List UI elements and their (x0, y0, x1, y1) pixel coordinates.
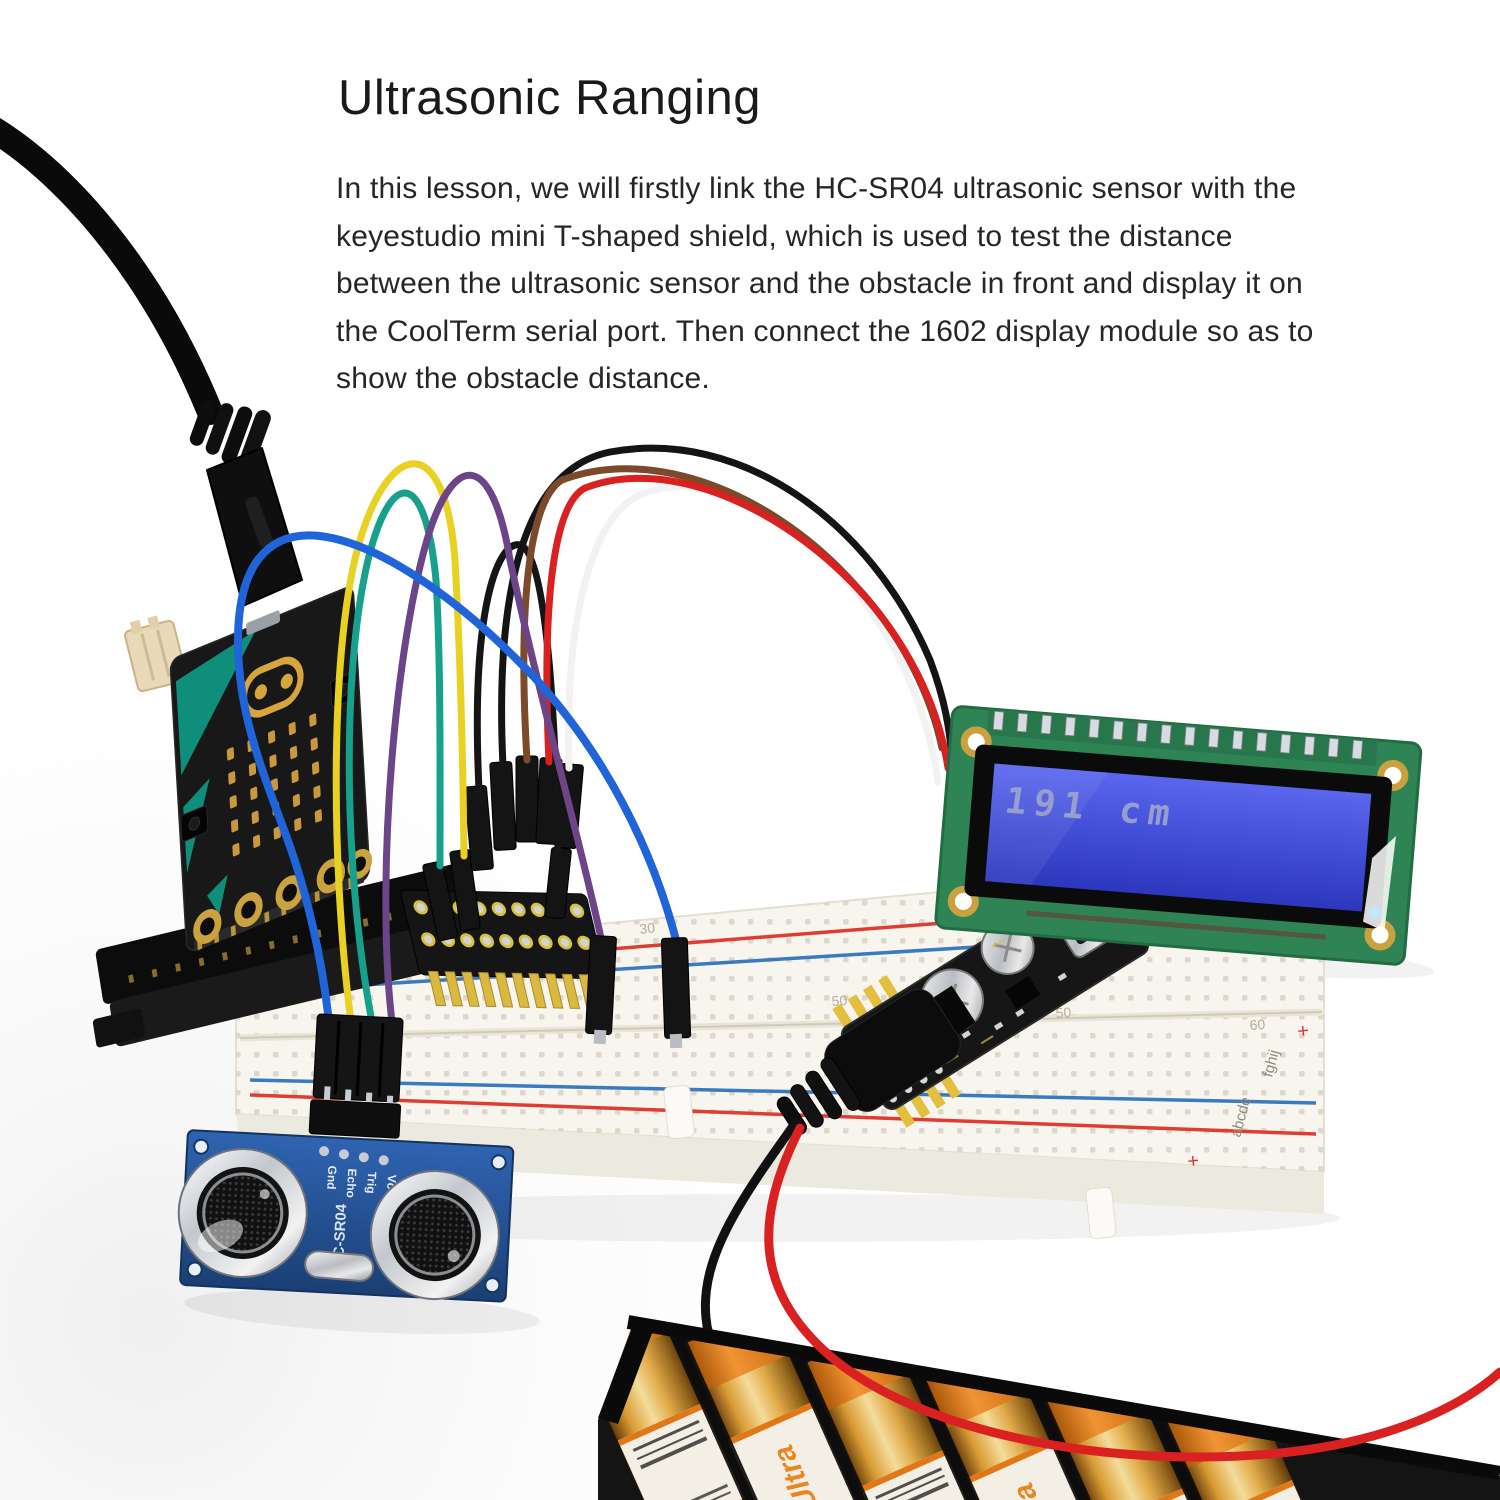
jumper-wire-teal (345, 489, 444, 1026)
sensor-cable-connector (308, 1013, 404, 1139)
breadboard-tab (1085, 1186, 1117, 1240)
shield-pin-comb (427, 970, 597, 1010)
description-line: between the ultrasonic sensor and the ob… (336, 267, 1303, 300)
led-matrix (226, 713, 323, 857)
backlight-glare (1363, 835, 1397, 932)
description-line: show the obstacle distance. (336, 362, 710, 395)
hcsr04-sensor: R T HC-SR04 Gnd Echo Trig Vcc (177, 1013, 515, 1303)
row-number: 30 (639, 919, 656, 937)
page-title: Ultrasonic Ranging (338, 71, 761, 125)
jumper-wires (233, 444, 956, 1026)
column-letters: fghij (1259, 1048, 1283, 1079)
microbit-usb-port (246, 610, 281, 636)
breadboard-tab (663, 1084, 695, 1140)
ultrasonic-transducer-transmitter (369, 1170, 500, 1301)
usb-plug-ridge (244, 496, 274, 548)
usb-cable (0, 118, 303, 607)
battery-pack-rim (626, 1315, 1500, 1480)
shield-solder-joints (413, 900, 592, 950)
sensor-pin-label: Gnd (324, 1165, 339, 1190)
power-wire-red (764, 1123, 1500, 1462)
battery-pack-wall (598, 1322, 654, 1424)
jumper-wire-purple (382, 472, 605, 1026)
sensor-corner-hole (484, 1277, 501, 1294)
description-line: the CoolTerm serial port. Then connect t… (336, 314, 1314, 348)
plus-marking: + (1186, 1150, 1200, 1173)
row-number: 60 (1249, 1016, 1266, 1033)
sensor-pin-label: Echo (344, 1168, 360, 1198)
sensor-pin-label: Trig (364, 1171, 379, 1194)
sensor-corner-hole (490, 1154, 507, 1171)
dc-barrel-jack (700, 985, 976, 1377)
row-number: 50 (831, 992, 848, 1009)
microbit-edge-pads (193, 848, 373, 952)
description-line: In this lesson, we will firstly link the… (336, 172, 1297, 205)
lcd-screen (985, 763, 1372, 912)
ultrasonic-transducer-receiver (177, 1147, 308, 1278)
jumper-wire-red (543, 474, 952, 772)
description-line: keyestudio mini T-shaped shield, which i… (336, 219, 1233, 253)
plus-marking: + (1296, 1020, 1310, 1043)
lesson-description: In this lesson, we will firstly link the… (336, 165, 1314, 403)
sensor-corner-hole (186, 1261, 203, 1278)
microbit-button-a (180, 805, 209, 842)
jumper-wire-yellow (332, 460, 468, 1026)
lcd-pin-header (986, 708, 1378, 767)
regulator-chip (1004, 976, 1041, 1010)
jumper-wire-blue (233, 531, 680, 1026)
breadboard-dupont-connectors (585, 935, 692, 1049)
sensor-board: R T HC-SR04 Gnd Echo Trig Vcc (177, 1129, 515, 1303)
sensor-corner-hole (193, 1138, 210, 1155)
row-number: 50 (1055, 1004, 1072, 1021)
lcd1602-module: 191 cm (934, 705, 1423, 966)
crystal-oscillator (304, 1250, 375, 1282)
